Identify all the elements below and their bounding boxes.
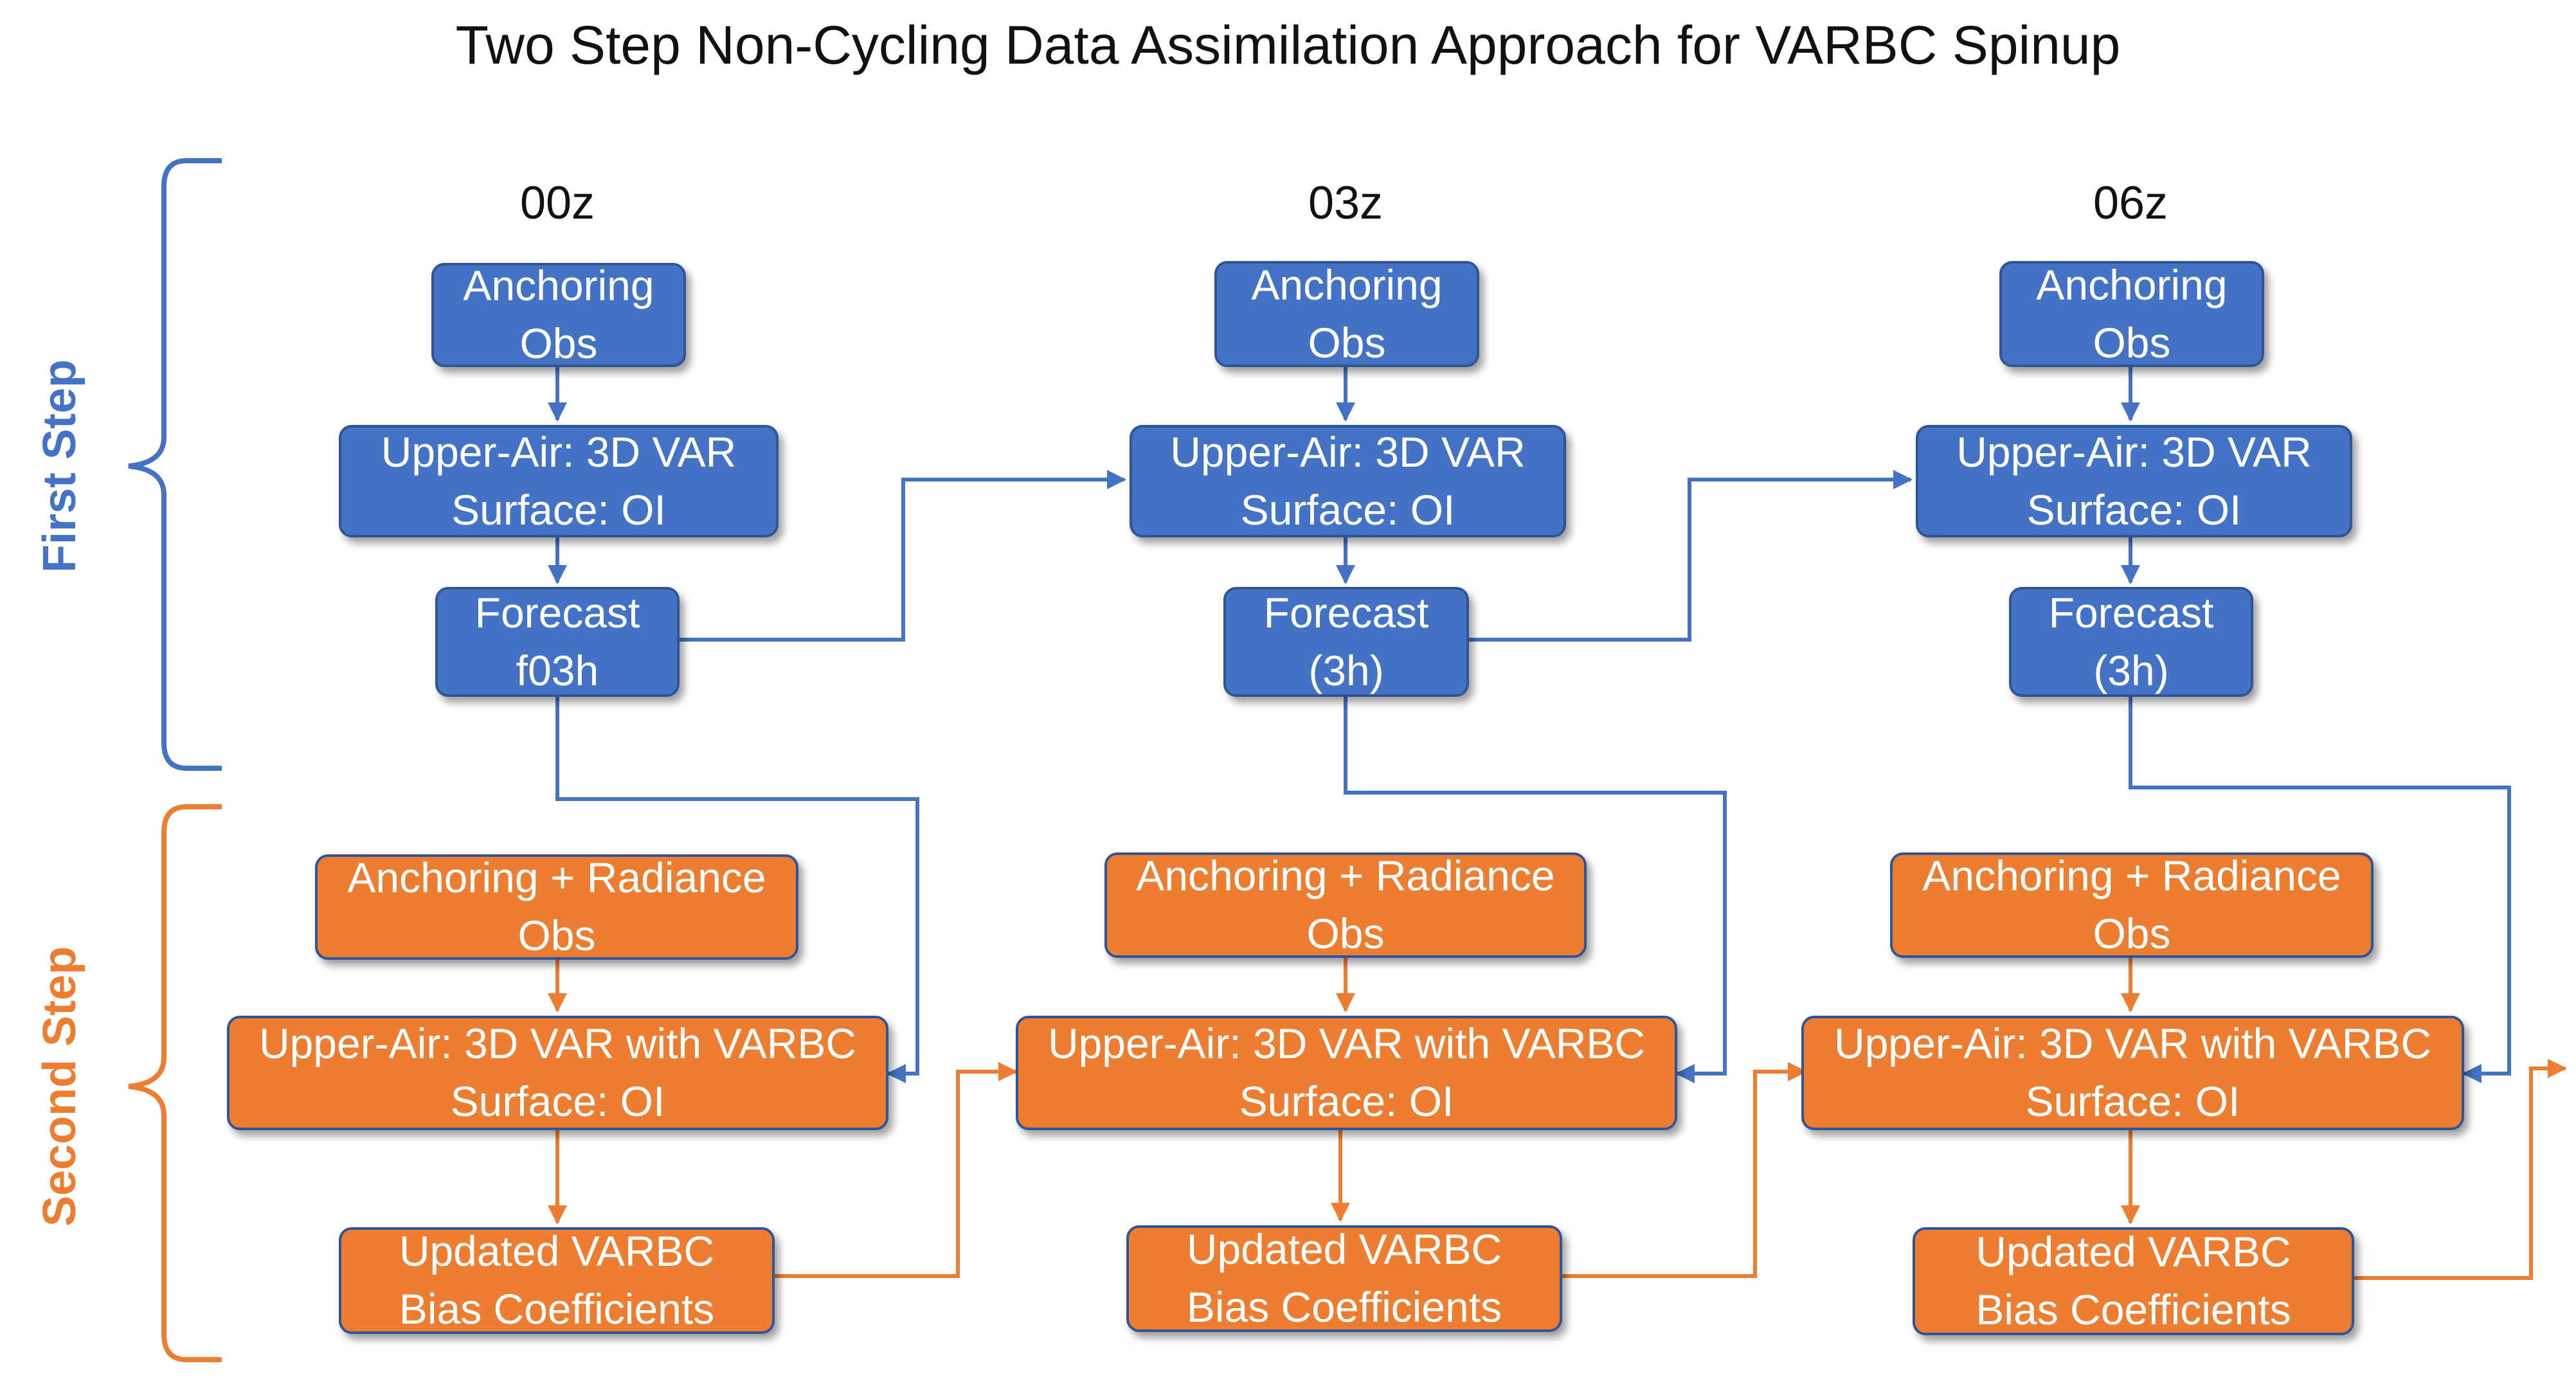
box-line: Surface: OI	[2026, 485, 2242, 534]
arrow-forecast-03z-to-analysis-06z	[1469, 470, 1913, 642]
varbc-analysis-box-00z: Upper-Air: 3D VAR with VARBC Surface: OI	[227, 1016, 888, 1130]
box-line: Bias Coefficients	[399, 1285, 715, 1333]
anchoring-obs-box-03z: Anchoring Obs	[1214, 261, 1479, 367]
box-line: Surface: OI	[2025, 1077, 2240, 1125]
box-line: Surface: OI	[450, 1077, 665, 1125]
box-line: Forecast	[474, 588, 640, 636]
box-line: Bias Coefficients	[1976, 1286, 2291, 1333]
arrow-coeffs-00z-to-varbc-03z	[775, 1062, 1018, 1278]
box-line: Forecast	[1263, 588, 1429, 636]
box-line: Anchoring	[2036, 260, 2228, 309]
forecast-box-00z: Forecast f03h	[435, 587, 680, 697]
analysis-3dvar-box-03z: Upper-Air: 3D VAR Surface: OI	[1130, 425, 1566, 537]
box-line: Surface: OI	[451, 485, 666, 534]
box-line: Upper-Air: 3D VAR with VARBC	[1047, 1020, 1646, 1068]
time-label-00z: 00z	[519, 177, 595, 229]
first-step-bracket	[128, 158, 222, 771]
anchoring-obs-box-06z: Anchoring Obs	[1999, 261, 2264, 367]
box-line: Anchoring	[463, 262, 654, 310]
box-line: Updated VARBC	[1186, 1225, 1502, 1274]
box-line: Anchoring + Radiance	[1922, 852, 2341, 900]
box-line: Forecast	[2048, 588, 2214, 636]
box-line: (3h)	[2093, 646, 2169, 694]
second-step-label: Second Step	[34, 946, 86, 1227]
box-line: Upper-Air: 3D VAR with VARBC	[1833, 1020, 2432, 1068]
box-line: Obs	[518, 912, 596, 959]
arrow-coeffs-06z-to-next	[2354, 1059, 2567, 1280]
box-line: Upper-Air: 3D VAR with VARBC	[258, 1020, 857, 1068]
box-line: Surface: OI	[1240, 485, 1455, 534]
bias-coefficients-box-00z: Updated VARBC Bias Coefficients	[339, 1227, 775, 1334]
box-line: Obs	[519, 320, 598, 367]
first-step-label: First Step	[34, 359, 86, 573]
anchoring-obs-box-00z: Anchoring Obs	[431, 262, 686, 367]
box-line: Anchoring + Radiance	[347, 854, 766, 902]
time-label-06z: 06z	[2093, 177, 2168, 229]
forecast-box-03z: Forecast (3h)	[1223, 587, 1469, 697]
arrow-forecast-03z-to-varbc-03z	[1344, 697, 1727, 1083]
box-line: Obs	[2093, 910, 2171, 957]
box-line: Upper-Air: 3D VAR	[381, 428, 737, 476]
arrow-forecast-00z-to-analysis-03z	[680, 470, 1126, 642]
diagram-title: Two Step Non-Cycling Data Assimilation A…	[455, 15, 2121, 75]
time-label-03z: 03z	[1308, 177, 1383, 229]
varbc-analysis-box-03z: Upper-Air: 3D VAR with VARBC Surface: OI	[1016, 1016, 1677, 1130]
box-line: (3h)	[1308, 646, 1384, 694]
box-line: Upper-Air: 3D VAR	[1956, 428, 2312, 476]
forecast-box-06z: Forecast (3h)	[2009, 587, 2253, 697]
box-line: Anchoring + Radiance	[1136, 852, 1555, 900]
analysis-3dvar-box-06z: Upper-Air: 3D VAR Surface: OI	[1916, 425, 2352, 537]
bias-coefficients-box-06z: Updated VARBC Bias Coefficients	[1913, 1227, 2354, 1335]
arrow-forecast-06z-to-varbc-06z	[2129, 697, 2511, 1083]
box-line: Surface: OI	[1239, 1077, 1454, 1125]
radiance-obs-box-03z: Anchoring + Radiance Obs	[1104, 852, 1587, 958]
varbc-analysis-box-06z: Upper-Air: 3D VAR with VARBC Surface: OI	[1801, 1016, 2464, 1130]
box-line: Bias Coefficients	[1186, 1283, 1502, 1331]
arrow-coeffs-03z-to-varbc-06z	[1562, 1062, 1807, 1278]
box-line: Obs	[2093, 318, 2171, 366]
box-line: Updated VARBC	[399, 1227, 715, 1275]
box-line: Upper-Air: 3D VAR	[1170, 428, 1526, 476]
analysis-3dvar-box-00z: Upper-Air: 3D VAR Surface: OI	[339, 425, 779, 537]
radiance-obs-box-00z: Anchoring + Radiance Obs	[315, 854, 798, 960]
arrow-forecast-00z-to-varbc-00z	[555, 697, 919, 1083]
box-line: f03h	[516, 646, 599, 694]
box-line: Updated VARBC	[1976, 1228, 2291, 1276]
box-line: Anchoring	[1251, 260, 1443, 309]
box-line: Obs	[1306, 910, 1385, 957]
second-step-bracket	[128, 804, 222, 1362]
bias-coefficients-box-03z: Updated VARBC Bias Coefficients	[1126, 1225, 1562, 1332]
radiance-obs-box-06z: Anchoring + Radiance Obs	[1890, 852, 2373, 958]
box-line: Obs	[1308, 318, 1386, 366]
